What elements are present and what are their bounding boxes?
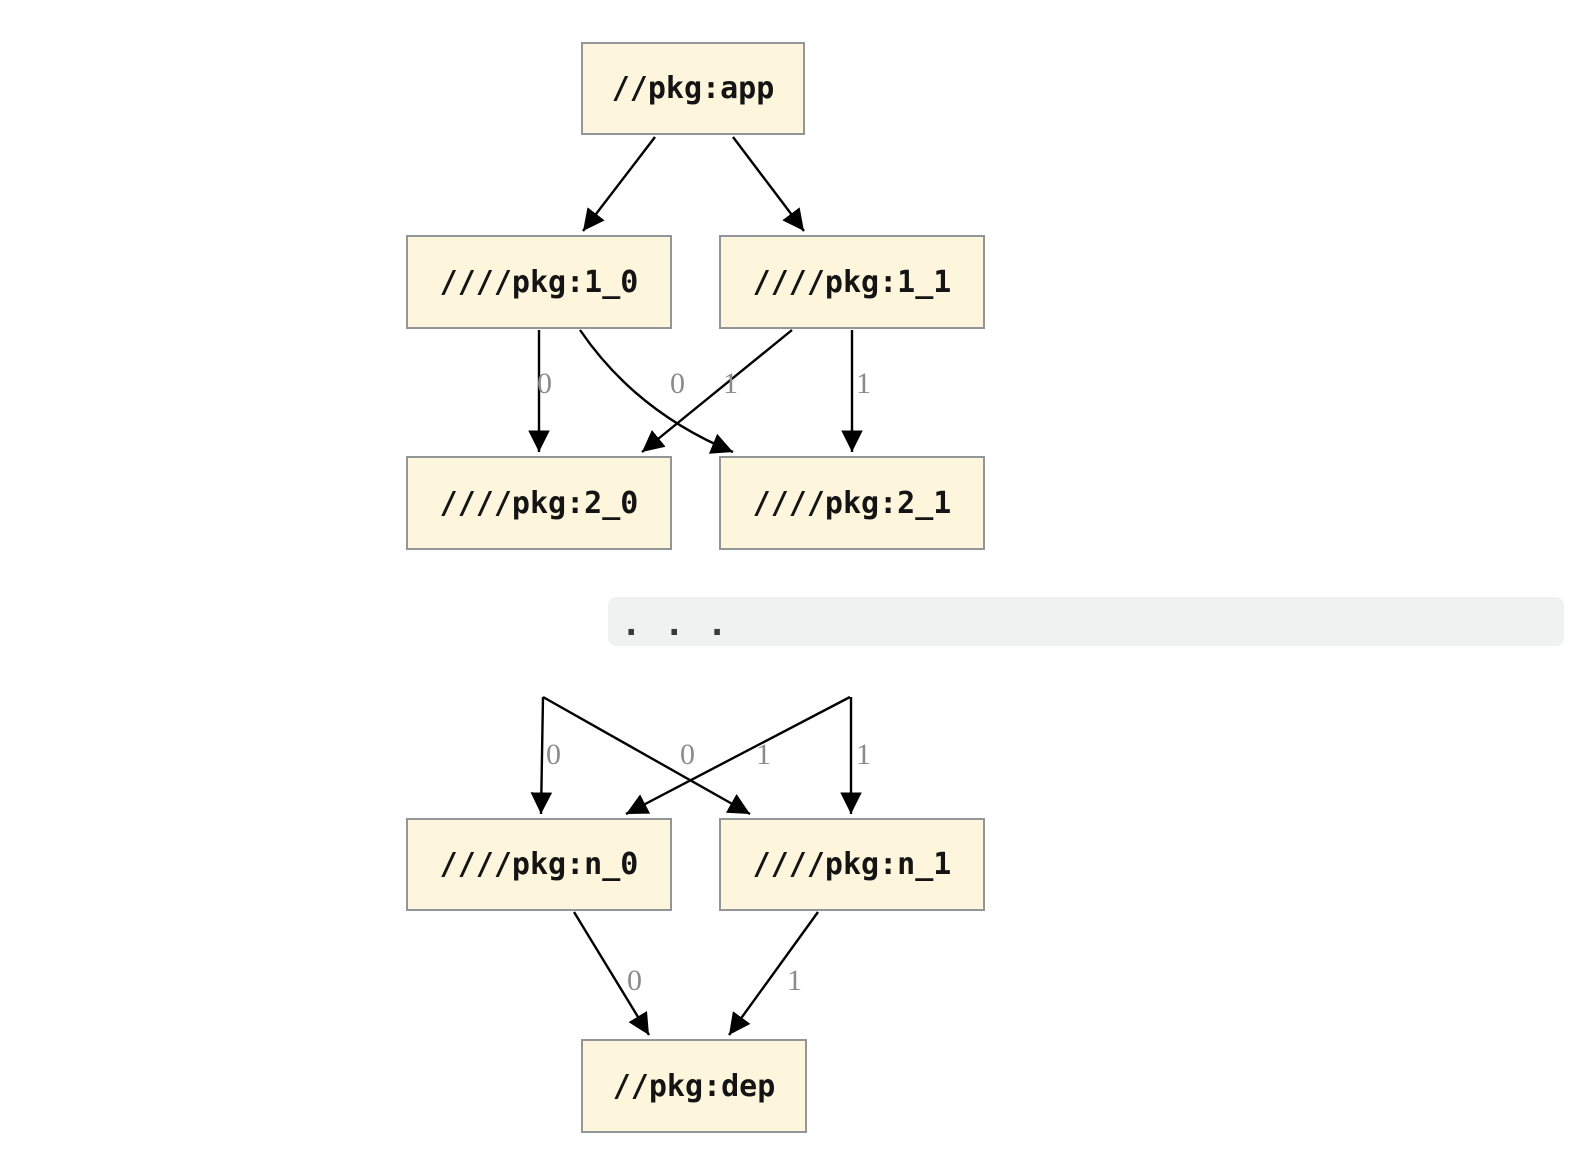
edge-above-cross-to-n_1: [542, 695, 751, 816]
edge-label-1_0-to-2_0: 0: [537, 367, 552, 400]
edge-label-1_1-to-2_0: 0: [670, 367, 685, 400]
edge-1_0-to-2_1: [579, 329, 734, 454]
node-pkg-2_0: ////pkg:2_0: [406, 456, 672, 550]
edge-n_0-to-dep: [572, 911, 651, 1036]
edge-1_1-to-2_0: [641, 329, 793, 453]
node-pkg-1_0: ////pkg:1_0: [406, 235, 672, 329]
node-pkg-n_0: ////pkg:n_0: [406, 818, 672, 911]
ellipsis-text: . . .: [621, 603, 729, 644]
node-pkg-n_1: ////pkg:n_1: [719, 818, 985, 911]
edge-label-above-to-n_0: 0: [546, 738, 561, 771]
edge-label-n_1-to-dep: 1: [787, 964, 802, 997]
edge-above-to-n_0: [530, 696, 553, 815]
edge-label-cross-to-n_1: 1: [756, 738, 771, 771]
edge-label-n_0-to-dep: 0: [627, 964, 642, 997]
node-pkg-dep: //pkg:dep: [581, 1039, 807, 1133]
edge-label-above-to-n_1: 1: [856, 738, 871, 771]
edge-label-1_0-to-2_1: 1: [723, 367, 738, 400]
edge-app-to-1_1: [732, 136, 805, 232]
node-pkg-1_1: ////pkg:1_1: [719, 235, 985, 329]
top-graph-edges: [528, 136, 863, 454]
ellipsis-separator: . . .: [608, 597, 1564, 646]
edge-app-to-1_0: [582, 136, 656, 232]
node-pkg-app: //pkg:app: [581, 42, 805, 135]
edge-label-1_1-to-2_1: 1: [856, 367, 871, 400]
bottom-graph-edges: [530, 695, 862, 1036]
node-pkg-2_1: ////pkg:2_1: [719, 456, 985, 550]
edge-n_1-to-dep: [728, 911, 819, 1036]
edge-label-cross-to-n_0: 0: [680, 738, 695, 771]
edge-above-cross-to-n_0: [625, 695, 851, 816]
